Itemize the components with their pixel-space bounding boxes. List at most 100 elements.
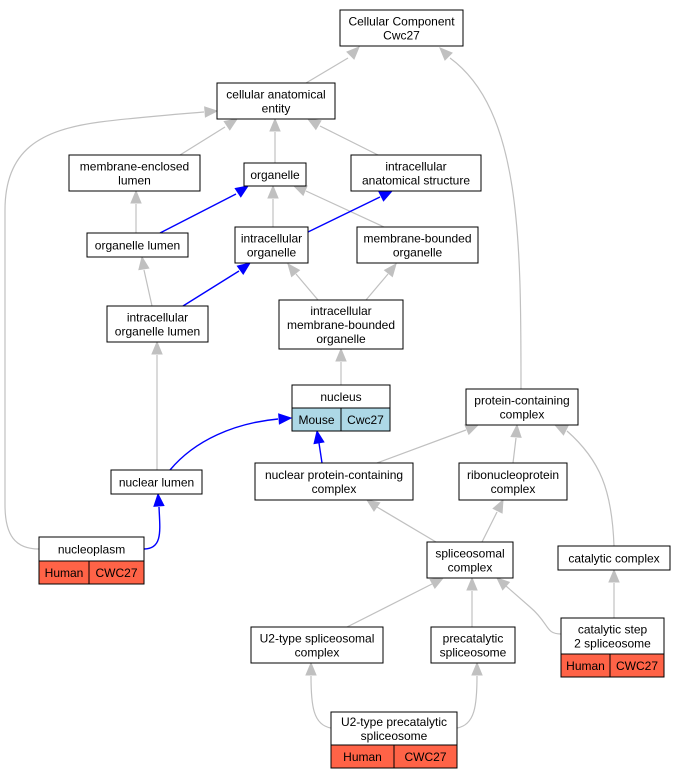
species-label: Mouse [298,413,334,427]
edge-org-to-cae [269,117,281,163]
arrowhead [151,340,163,355]
arrowhead [305,661,317,676]
arrowhead [378,190,394,202]
node-label-line: spliceosome [440,646,507,660]
edge-nplasm-to-nlum [143,492,165,550]
gene-cell [88,560,145,585]
node-label-line: catalytic complex [568,552,659,566]
edge-cs2-to-splic [496,577,562,635]
gene-cell [609,653,665,678]
arrowhead [138,255,150,271]
arrowhead [510,423,522,438]
arrowhead [223,118,239,131]
arrowhead [130,189,142,204]
arrowhead [464,424,480,436]
edge-imbo-to-iorg [287,262,319,301]
node-label-line: organelle [316,332,366,346]
node-label-line: complex [491,482,536,496]
arrowhead [267,184,279,199]
arrowhead [365,499,381,512]
edge-u2-to-splic [346,577,445,628]
arrowhead [471,661,483,676]
node-label-line: intracellular [310,304,371,318]
arrowhead [236,262,252,276]
node-label-line: complex [295,646,340,660]
arrowhead [346,46,360,60]
edge-rnp-to-pcc [510,423,522,464]
edges-layer [4,46,620,729]
arrowhead [269,117,281,132]
species-label: Human [343,750,382,764]
node-org[interactable]: organelle [243,162,307,187]
edge-nplasm-to-cae [4,106,219,550]
arrowhead [287,262,301,278]
node-label-line: organelle [393,246,443,260]
arrowhead [608,568,620,583]
edge-mbo-to-org [292,185,385,228]
edge-nlum-to-iol [151,340,163,470]
node-label-line: ribonucleoprotein [467,468,559,482]
gene-cell [393,744,458,769]
node-label-line: membrane-bounded [363,232,471,246]
arrowhead [204,106,219,118]
node-label-line: entity [262,102,291,116]
node-label-line: complex [500,408,545,422]
node-label-line: intracellular [241,232,302,246]
arrowhead [429,577,445,590]
edge-prec-to-splic [466,576,478,627]
node-label-line: protein-containing [474,394,569,408]
arrowhead [306,118,322,131]
arrowhead [496,577,511,591]
node-label-line: anatomical structure [362,174,470,188]
node-label-line: intracellular [127,311,188,325]
node-label-line: cellular anatomical [226,88,325,102]
edge-u2pre-to-u2 [305,661,332,729]
edge-orglum-to-org [159,185,250,234]
edge-npcc-to-nucleus [313,429,325,464]
arrowhead [335,347,347,362]
node-orglum[interactable]: organelle lumen [86,232,189,258]
arrowhead [383,262,397,278]
node-nlum[interactable]: nuclear lumen [110,469,203,495]
species-label: Human [45,566,84,580]
edge-mel-to-cae [179,118,239,156]
node-catc[interactable]: catalytic complex [557,545,671,571]
edge-iol-to-iorg [182,262,252,307]
arrowhead [492,498,504,514]
node-label-line: precatalytic [443,632,504,646]
node-label-line: catalytic step [578,623,648,637]
node-label-line: complex [448,561,493,575]
node-label-line: spliceosomal [435,547,504,561]
arrowhead [292,185,308,197]
edge-nucleus-to-imbo [335,347,347,385]
node-label-line: organelle lumen [95,239,180,253]
node-label-line: organelle [250,168,300,182]
node-label-line: organelle lumen [115,325,200,339]
gene-label: Cwc27 [347,413,384,427]
node-label-line: 2 spliceosome [574,637,651,651]
arrowhead [278,413,293,425]
node-label-line: spliceosome [361,729,428,743]
gene-label: CWC27 [616,659,658,673]
edge-splic-to-rnp [481,498,504,543]
